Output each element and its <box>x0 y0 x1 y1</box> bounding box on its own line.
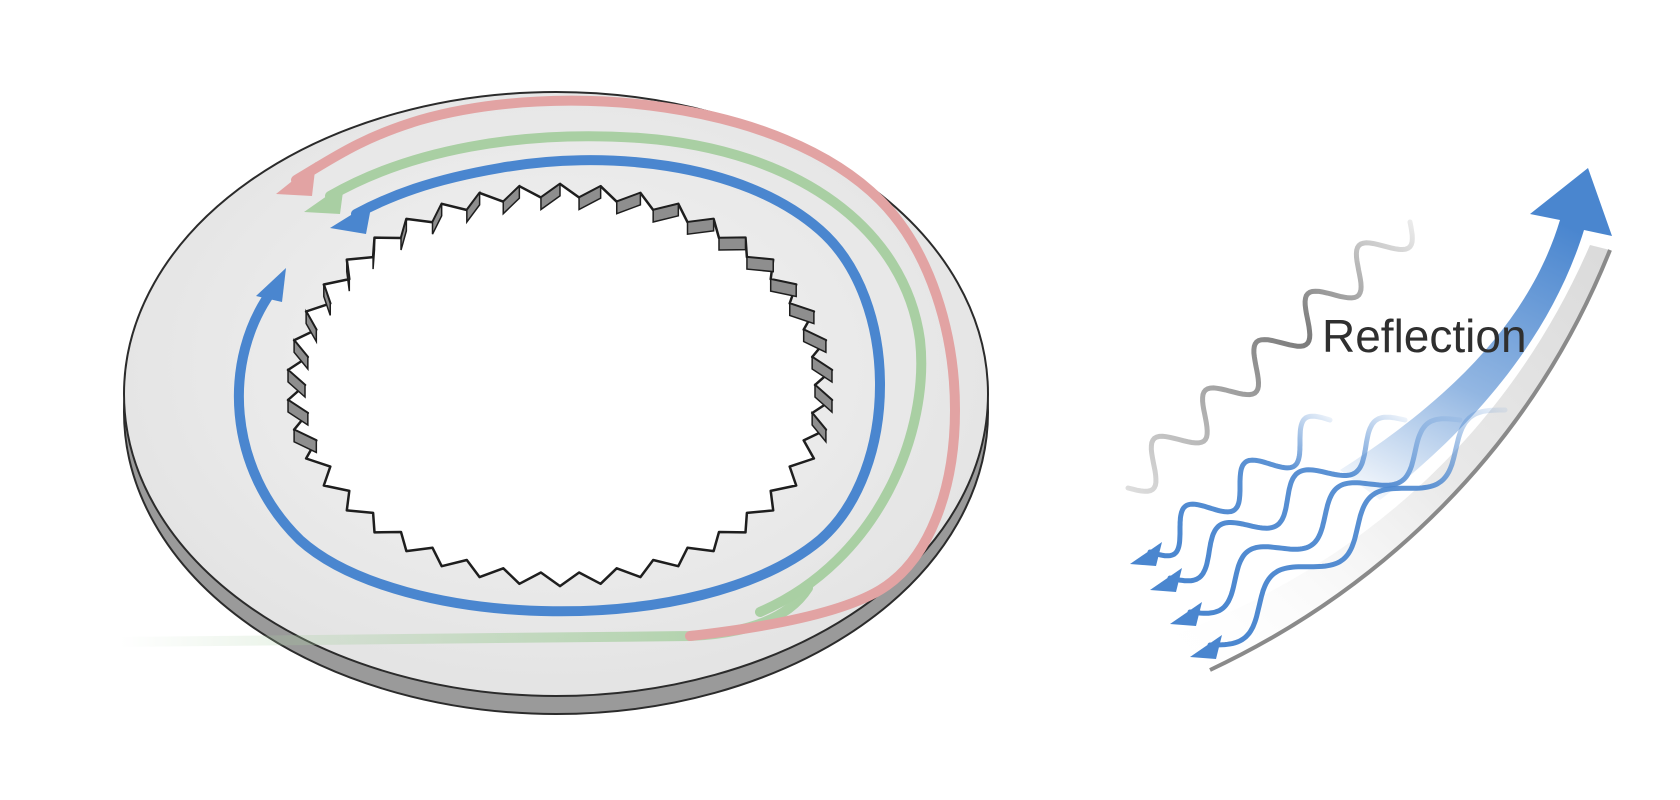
red-mode-path <box>276 95 960 641</box>
reflecting-surface <box>1160 245 1610 670</box>
reflecting-surface-edge <box>1209 249 1612 672</box>
tooth-face <box>431 203 443 235</box>
blue-mode-path <box>233 155 885 617</box>
incident-wave <box>1125 219 1415 494</box>
tooth-face <box>788 302 815 325</box>
reflected-wave <box>1147 413 1333 559</box>
blue-arrowhead-left <box>256 268 286 302</box>
tooth-face <box>615 191 642 215</box>
reflected-waves <box>1130 407 1508 659</box>
tooth-face <box>346 259 351 292</box>
tooth-face <box>652 202 680 223</box>
tooth-face <box>287 398 309 427</box>
tooth-face <box>323 284 332 316</box>
tooth-face <box>466 190 481 225</box>
tooth-face <box>293 428 318 454</box>
reflected-wave-arrowhead <box>1150 568 1182 592</box>
reflected-wave-arrowhead <box>1130 542 1162 566</box>
tooth-face <box>287 368 306 399</box>
tooth-face <box>372 237 376 270</box>
tooth-face <box>305 308 318 345</box>
tooth-face <box>802 328 827 354</box>
green-arrowhead <box>304 184 344 214</box>
reflected-wave <box>1167 414 1408 584</box>
reflection-panel: Reflection <box>1125 168 1612 672</box>
tooth-face <box>400 218 408 251</box>
tooth-face <box>811 410 827 444</box>
reflected-wave-arrowhead <box>1170 602 1202 626</box>
reflected-wave <box>1207 407 1508 648</box>
red-arrowhead <box>276 162 316 196</box>
tooth-face <box>814 383 833 414</box>
reflected-wave <box>1187 416 1463 616</box>
tooth-face <box>811 355 833 384</box>
reflection-label: Reflection <box>1322 310 1527 362</box>
corrugated-inner-edge <box>286 182 834 588</box>
tooth-face <box>578 184 602 211</box>
tooth-face <box>746 256 774 273</box>
tooth-face <box>686 218 715 236</box>
tooth-face <box>769 278 797 298</box>
tooth-face <box>718 236 747 251</box>
reflected-wave-arrowhead <box>1190 635 1222 659</box>
tooth-face <box>293 338 309 372</box>
tooth-face <box>540 182 561 211</box>
tooth-face <box>502 184 521 216</box>
green-mode-path <box>304 131 927 617</box>
blue-arrowhead-top <box>330 202 372 234</box>
reflected-beam-arrow <box>1340 168 1612 500</box>
